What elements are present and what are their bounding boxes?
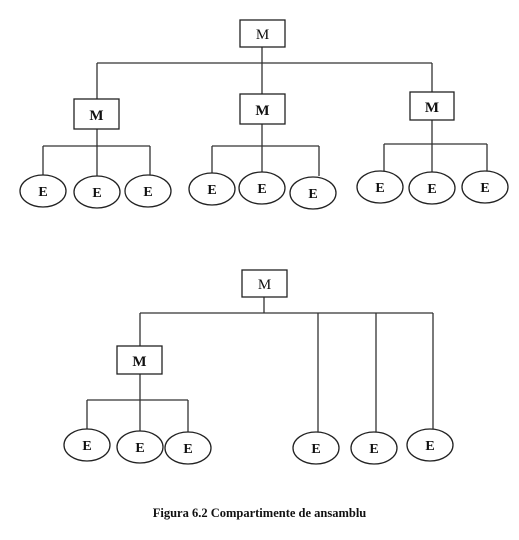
element-label: E: [207, 183, 216, 198]
assembly-compartments-diagram: M M M M E E E E: [19, 19, 509, 465]
module-box-sub: M: [116, 345, 163, 375]
module-label: M: [258, 277, 271, 293]
module-label: M: [132, 354, 146, 370]
module-label: M: [425, 100, 439, 116]
module-label: M: [255, 103, 269, 119]
element-node: E: [63, 428, 111, 462]
module-box-left: M: [73, 98, 120, 130]
element-label: E: [183, 442, 192, 457]
element-label: E: [135, 441, 144, 456]
element-label: E: [143, 185, 152, 200]
module-label: M: [256, 27, 269, 43]
module-box-middle: M: [239, 93, 286, 125]
element-node: E: [188, 172, 236, 206]
module-box-right: M: [409, 91, 455, 121]
element-node: E: [238, 171, 286, 205]
element-node: E: [350, 431, 398, 465]
element-label: E: [425, 439, 434, 454]
element-label: E: [375, 181, 384, 196]
element-node: E: [164, 431, 212, 465]
diagram-1-connectors: [42, 47, 488, 176]
element-node: E: [124, 174, 172, 208]
element-node: E: [408, 171, 456, 205]
module-box-top: M: [241, 269, 288, 298]
element-label: E: [369, 442, 378, 457]
module-label: M: [89, 108, 103, 124]
element-label: E: [427, 182, 436, 197]
element-label: E: [308, 187, 317, 202]
diagram-2-connectors: [86, 297, 434, 433]
element-node: E: [356, 170, 404, 204]
element-label: E: [92, 186, 101, 201]
element-node: E: [116, 430, 164, 464]
element-node: E: [292, 431, 340, 465]
element-node: E: [406, 428, 454, 462]
element-node: E: [19, 174, 67, 208]
element-label: E: [257, 182, 266, 197]
element-label: E: [38, 185, 47, 200]
figure-caption: Figura 6.2 Compartimente de ansamblu: [152, 506, 367, 520]
element-node: E: [289, 176, 337, 210]
module-box-top: M: [239, 19, 286, 48]
element-node: E: [461, 170, 509, 204]
diagram-1: M M M M E E E E: [19, 19, 509, 210]
element-node: E: [73, 175, 121, 209]
element-label: E: [311, 442, 320, 457]
element-label: E: [82, 439, 91, 454]
diagram-2: M M E E E E E E: [63, 269, 454, 465]
element-label: E: [480, 181, 489, 196]
